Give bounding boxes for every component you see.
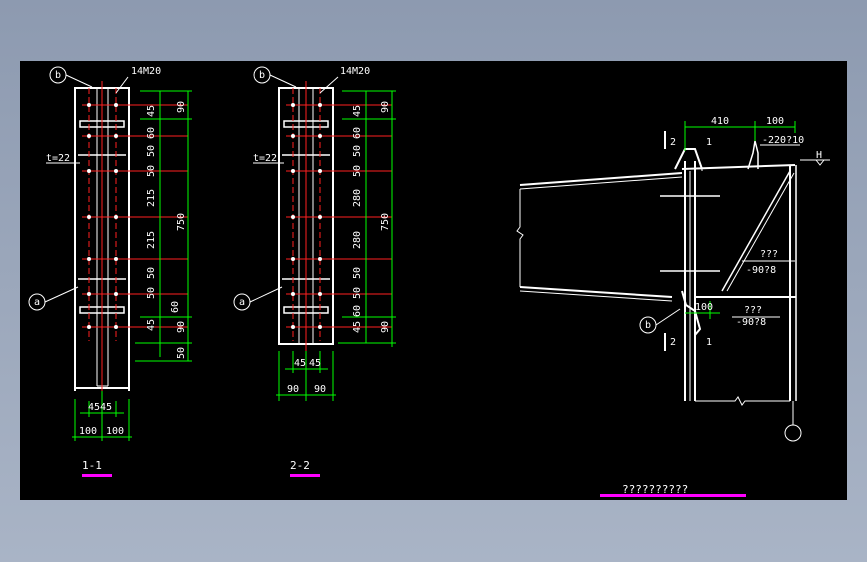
dim-100-left: 100 <box>79 426 97 437</box>
dim-750: 750 <box>176 213 187 231</box>
dim-50: 50 <box>146 267 157 279</box>
title-underline-2 <box>290 474 320 477</box>
dim-90-left: 90 <box>287 384 299 395</box>
cut-mark-2-top: 2 <box>670 137 676 148</box>
dim-90-bottom: 90 <box>176 321 187 333</box>
dim-45-top: 45 <box>352 105 363 117</box>
tag-b: b <box>259 70 265 81</box>
title-underline-3 <box>600 494 746 497</box>
cad-canvas[interactable]: 45 60 50 50 215 215 50 50 60 45 90 750 9… <box>20 61 847 500</box>
dim-280: 280 <box>352 189 363 207</box>
tag-b: b <box>55 70 61 81</box>
dim-50: 50 <box>146 145 157 157</box>
note-upper-value: -90?8 <box>746 265 776 276</box>
cut-mark-1-top: 1 <box>706 137 712 148</box>
dim-45-right: 45 <box>309 358 321 369</box>
drawing-svg: 45 60 50 50 215 215 50 50 60 45 90 750 9… <box>28 66 830 497</box>
dim-60: 60 <box>352 305 363 317</box>
dim-90-top: 90 <box>176 101 187 113</box>
tag-a: a <box>239 297 245 308</box>
dim-50: 50 <box>352 145 363 157</box>
section-title-1-1: 1-1 <box>82 459 102 472</box>
dim-60: 60 <box>170 301 181 313</box>
dim-50: 50 <box>352 165 363 177</box>
bolt-spec-label: 14M20 <box>131 66 161 77</box>
dim-60: 60 <box>146 127 157 139</box>
title-underline-1 <box>82 474 112 477</box>
dim-50: 50 <box>352 267 363 279</box>
tag-b-elev: b <box>645 320 651 331</box>
level-mark: H <box>816 150 822 161</box>
dim-50: 50 <box>146 287 157 299</box>
cut-mark-2-bottom: 2 <box>670 337 676 348</box>
section-1-1: 45 60 50 50 215 215 50 50 60 45 90 750 9… <box>28 66 192 477</box>
tag-a: a <box>34 297 40 308</box>
dim-90-top: 90 <box>380 101 391 113</box>
section-elevation: 410 100 -220?10 H 2 1 2 1 ??? -90?8 100 … <box>516 116 830 497</box>
dim-90-right: 90 <box>314 384 326 395</box>
plate-note: -220?10 <box>762 135 804 146</box>
bolt-spec-label: 14M20 <box>340 66 370 77</box>
section-2-2: 45 60 50 50 280 280 50 50 60 45 90 750 9… <box>233 66 396 477</box>
dim-50-base: 50 <box>176 347 187 359</box>
dim-215: 215 <box>146 189 157 207</box>
dim-45-left: 45 <box>294 358 306 369</box>
grid-bubble <box>784 424 802 442</box>
dim-90-bottom: 90 <box>380 321 391 333</box>
dim-100-mid: 100 <box>695 302 713 313</box>
note-lower: ??? <box>744 305 762 316</box>
bolt-rows-2 <box>286 104 392 328</box>
dim-410: 410 <box>711 116 729 127</box>
note-lower-value: -90?8 <box>736 317 766 328</box>
dim-50: 50 <box>352 287 363 299</box>
section-title-2-2: 2-2 <box>290 459 310 472</box>
dim-45-bottom: 45 <box>352 321 363 333</box>
cut-mark-1-bottom: 1 <box>706 337 712 348</box>
plate-thickness-label: t=22 <box>46 153 70 164</box>
dim-750: 750 <box>380 213 391 231</box>
dim-45-top: 45 <box>146 105 157 117</box>
bolt-rows-1 <box>82 104 188 328</box>
dim-100: 100 <box>766 116 784 127</box>
dim-50: 50 <box>146 165 157 177</box>
dim-45-bottom: 45 <box>146 319 157 331</box>
dim-215: 215 <box>146 231 157 249</box>
dim-60: 60 <box>352 127 363 139</box>
plate-thickness-label: t=22 <box>253 153 277 164</box>
bolts-1 <box>87 103 118 329</box>
dim-45-45: 4545 <box>88 402 112 413</box>
section-title-elevation: ?????????? <box>622 483 688 496</box>
bolts-2 <box>291 103 322 329</box>
note-upper: ??? <box>760 249 778 260</box>
dim-100-right: 100 <box>106 426 124 437</box>
dim-280: 280 <box>352 231 363 249</box>
